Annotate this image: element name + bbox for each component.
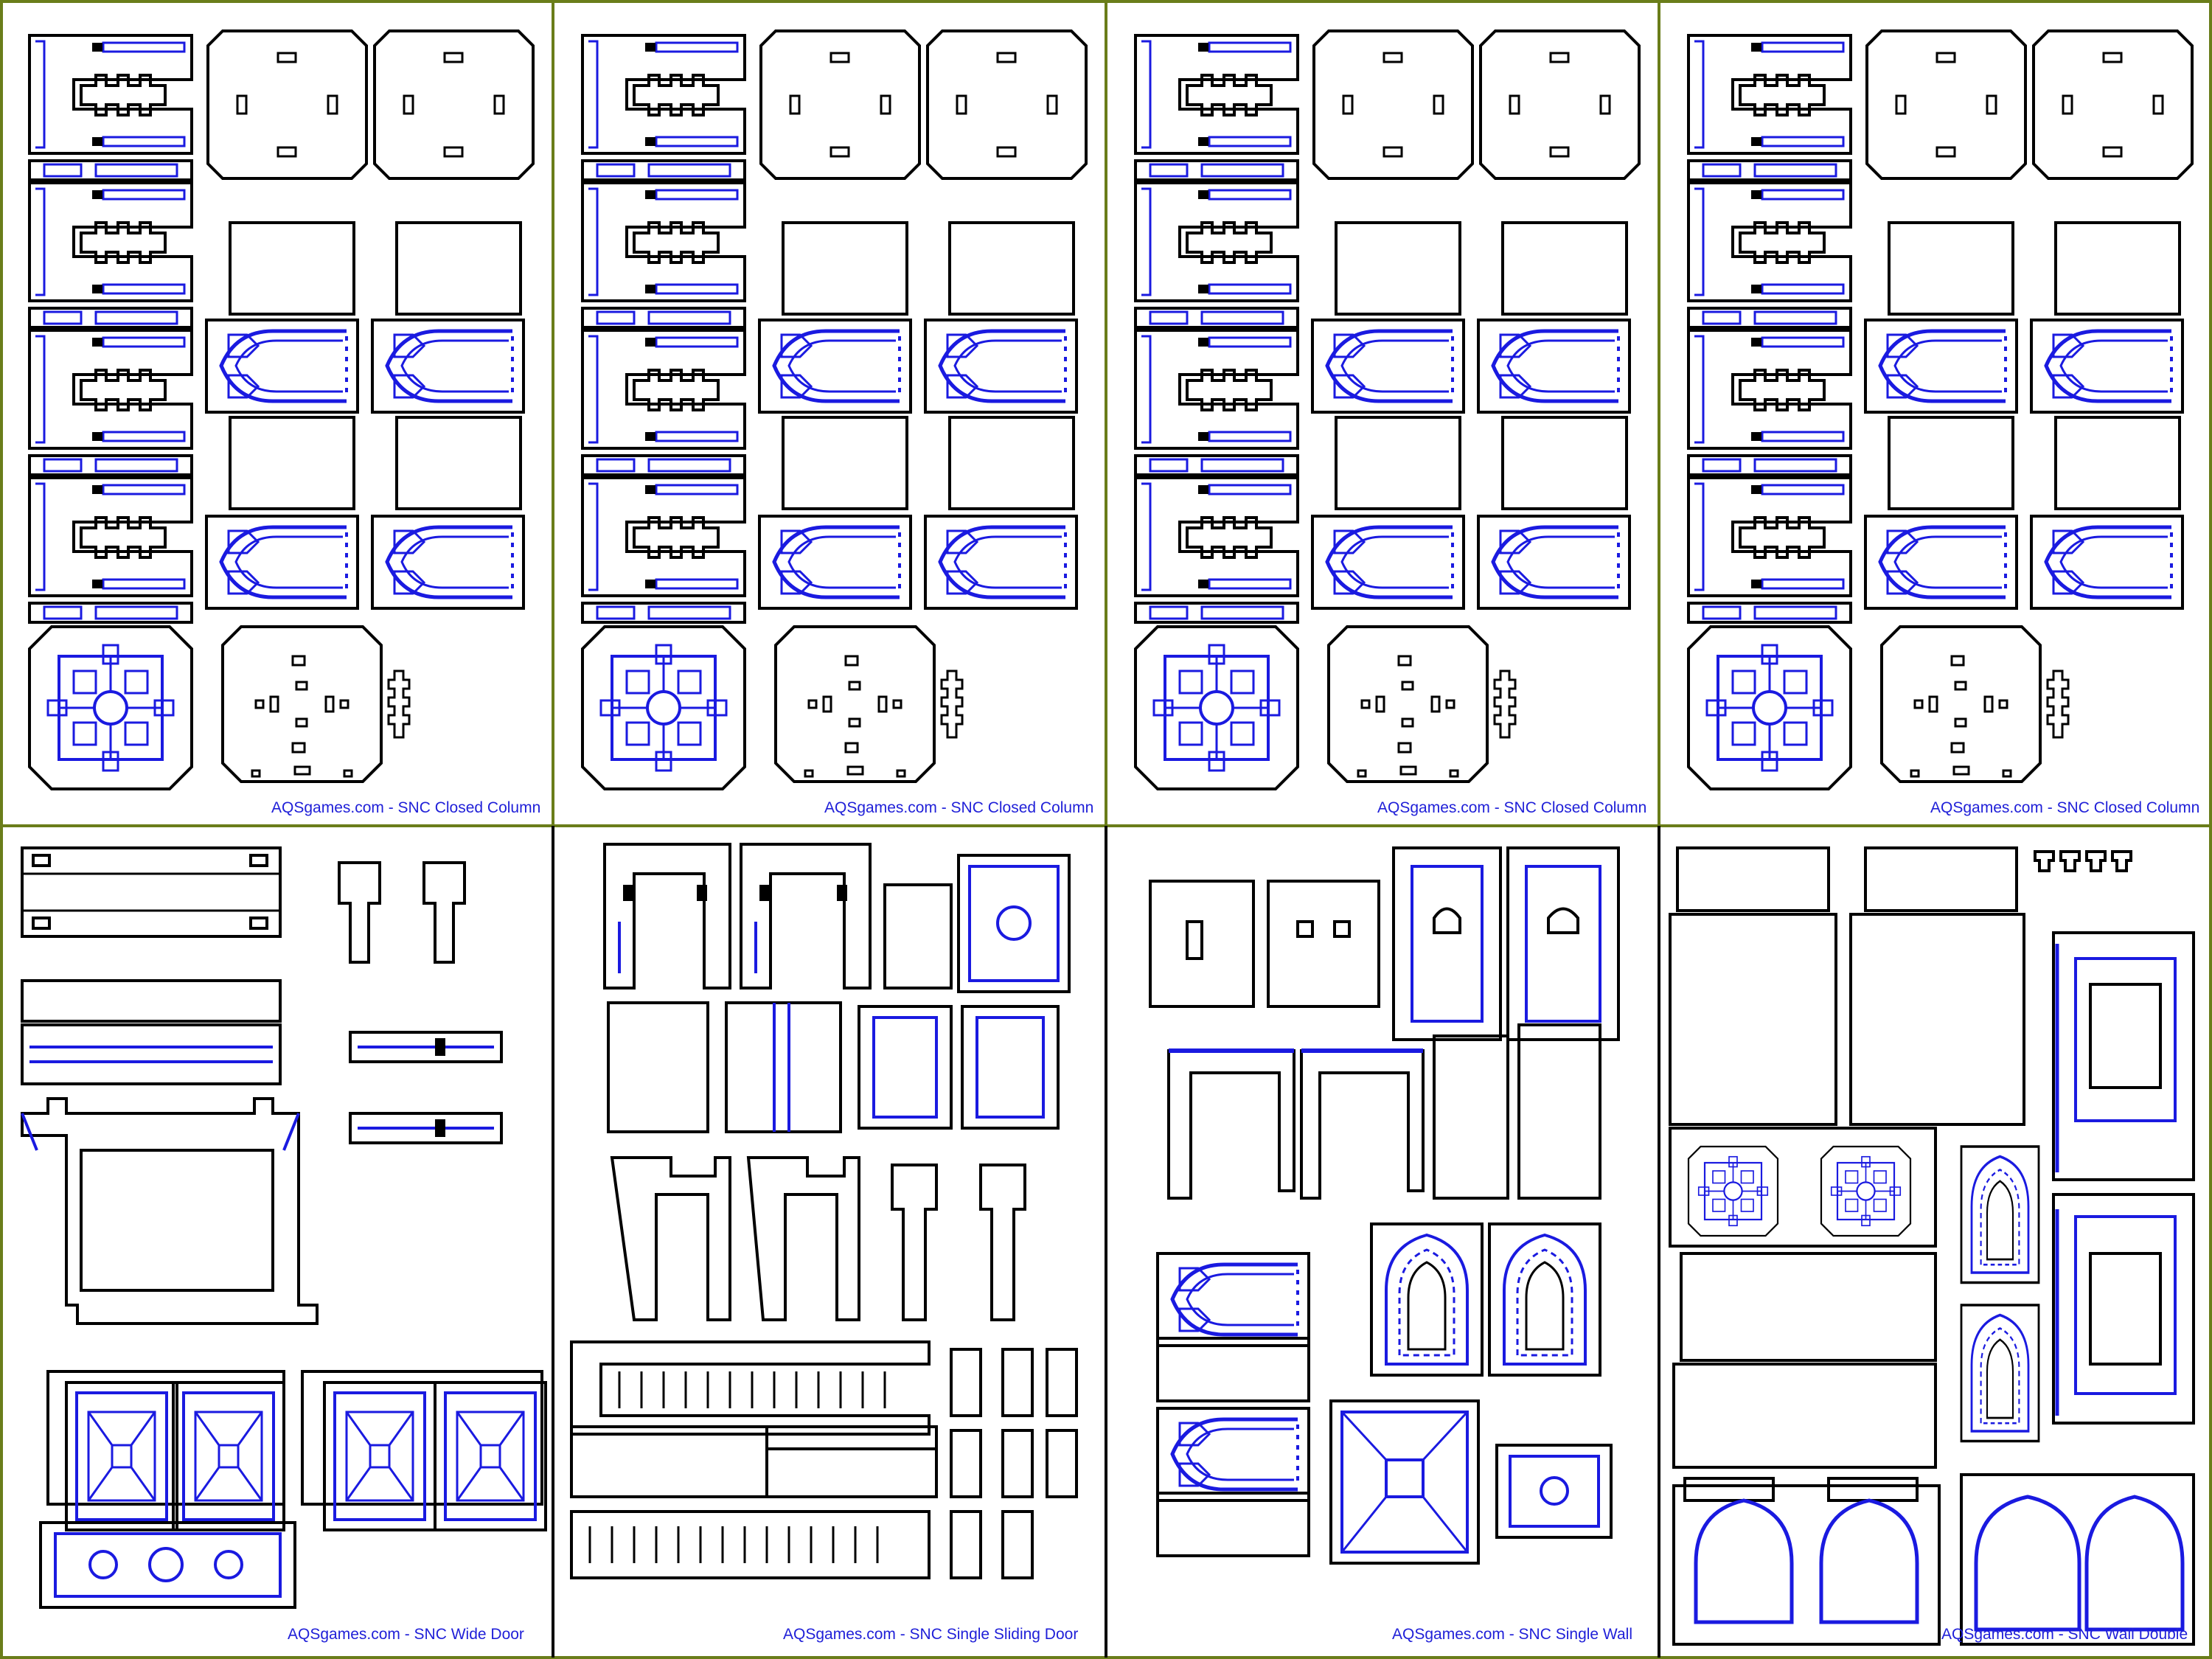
closed-column-panel-4 — [1688, 31, 2192, 789]
panel-caption-4: AQSgames.com - SNC Closed Column — [1930, 799, 2200, 816]
closed-column-panel-1 — [29, 31, 533, 789]
closed-column-panel-2 — [582, 31, 1086, 789]
panel-caption-3: AQSgames.com - SNC Closed Column — [1377, 799, 1647, 816]
panel-caption-7: AQSgames.com - SNC Single Wall — [1392, 1626, 1632, 1643]
wide-door-panel — [21, 846, 547, 1609]
panel-caption-1: AQSgames.com - SNC Closed Column — [271, 799, 541, 816]
panel-caption-6: AQSgames.com - SNC Single Sliding Door — [783, 1626, 1079, 1643]
panel-caption-8: AQSgames.com - SNC Wall Double — [1941, 1626, 2188, 1643]
panel-caption-5: AQSgames.com - SNC Wide Door — [288, 1626, 524, 1643]
closed-column-panel-3 — [1135, 31, 1639, 789]
single-sliding-door-panel — [570, 843, 1078, 1579]
single-wall-panel — [1149, 846, 1620, 1565]
panel-caption-2: AQSgames.com - SNC Closed Column — [824, 799, 1094, 816]
wall-double-panel — [1669, 846, 2195, 1646]
